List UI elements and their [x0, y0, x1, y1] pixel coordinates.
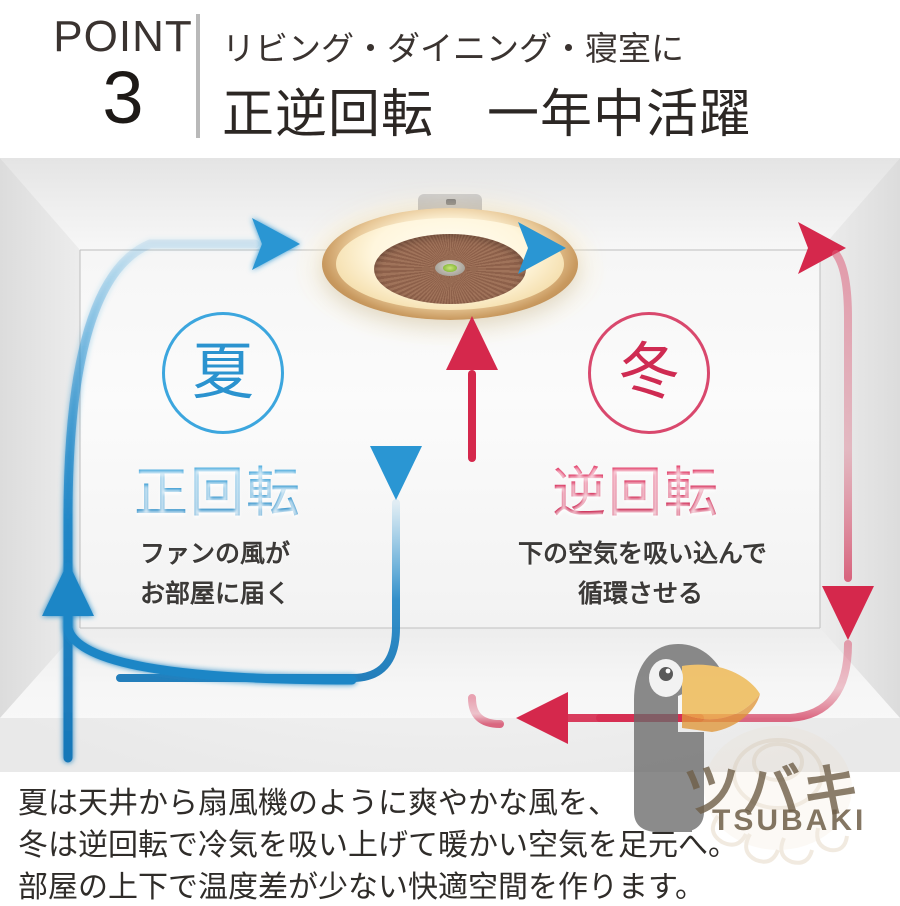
red-arrow-down-right-wall: [822, 250, 874, 640]
summer-badge-label: 夏: [162, 312, 284, 434]
header: POINT 3 リビング・ダイニング・寝室に 正逆回転 一年中活躍: [0, 0, 900, 158]
bottom-copy-line2: 冬は逆回転で冷気を吸い上げて暖かい空気を足元へ。: [18, 829, 738, 862]
bottom-copy-line1: 夏は天井から扇風機のように爽やかな風を、: [18, 787, 618, 820]
blue-arrow-ceiling-to-fan: [295, 222, 566, 274]
room-edge-floor: [80, 627, 820, 629]
summer-rotation-label: 正回転: [134, 448, 302, 527]
room-corner-left: [79, 250, 81, 628]
summer-caption-line1: ファンの風が: [140, 541, 291, 568]
header-subtitle: リビング・ダイニング・寝室に: [222, 30, 684, 67]
header-divider: [196, 14, 200, 138]
point-label: POINT: [53, 12, 193, 61]
winter-caption-line2: 循環させる: [578, 581, 704, 608]
winter-badge: 冬: [588, 312, 710, 434]
point-badge: POINT 3: [48, 12, 198, 140]
fan-mount-sensor: [446, 199, 456, 205]
winter-caption-line1: 下の空気を吸い込んで: [518, 541, 767, 568]
bottom-description: 夏は天井から扇風機のように爽やかな風を、 冬は逆回転で冷気を吸い上げて暖かい空気…: [0, 772, 900, 904]
winter-rotation-label: 逆回転: [552, 448, 720, 527]
blue-arrow-rise-left: [63, 218, 300, 763]
red-arrow-up-center: [446, 316, 504, 728]
fan-hub-indicator-icon: [443, 264, 457, 272]
summer-badge: 夏: [162, 312, 284, 434]
header-title: 正逆回転 一年中活躍: [222, 86, 753, 144]
bottom-copy-line3: 部屋の上下で温度差が少ない快適空間を作ります。: [18, 871, 705, 904]
room-corner-right: [819, 250, 821, 628]
airflow-arrows: [42, 218, 874, 763]
winter-badge-label: 冬: [588, 312, 710, 434]
red-arrow-ceiling-right: [596, 222, 846, 274]
summer-caption-line2: お部屋に届く: [140, 581, 291, 608]
blue-arrow-floor-left: [42, 562, 357, 685]
red-arrow-floor-to-left: [516, 640, 852, 744]
point-number: 3: [102, 56, 144, 139]
room-photo: 夏 正回転 ファンの風が お部屋に届く 冬 逆回転 下の空気を吸い込んで 循環さ…: [0, 158, 900, 772]
